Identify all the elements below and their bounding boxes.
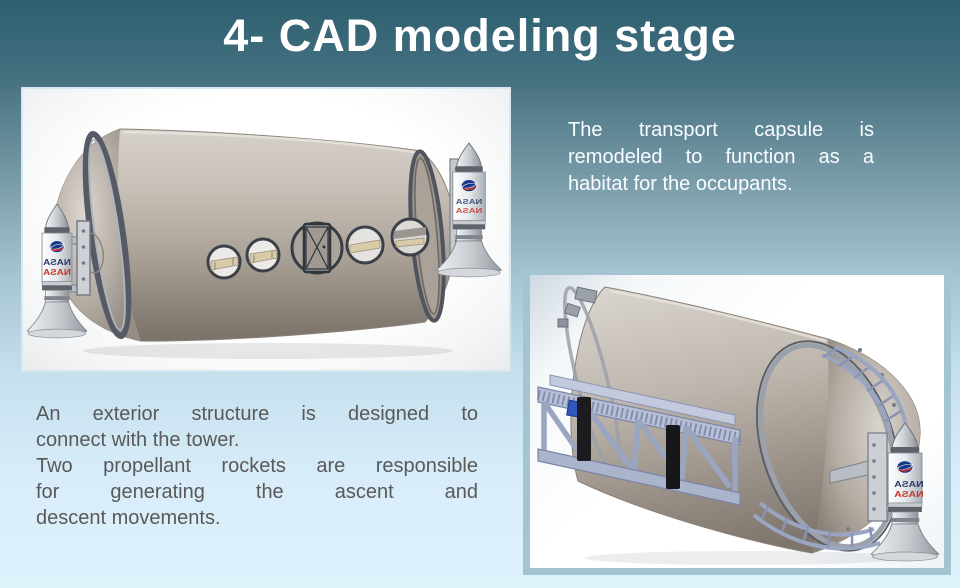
nasa-worm-logo: NASA NASA — [43, 258, 71, 277]
caption-line: descent movements. — [36, 507, 221, 529]
slide-title: 4- CAD modeling stage — [223, 10, 737, 61]
hatch-window — [290, 221, 344, 275]
svg-text:NASA: NASA — [894, 490, 924, 499]
caption-line: habitat for the occupants. — [568, 173, 793, 195]
svg-text:NASA: NASA — [456, 206, 483, 215]
nasa-worm-logo: NASA NASA — [894, 480, 924, 499]
porthole-3 — [345, 225, 385, 265]
ladder-rail-upper — [821, 345, 908, 432]
black-rail-2 — [666, 425, 680, 489]
dome-flange-ring — [82, 130, 132, 340]
caption-exterior-structure: An exterior structure is designed to con… — [36, 401, 478, 531]
cad-image-capsule-side: NASA NASA NASA NASA — [21, 87, 511, 372]
capsule-truss-render: NASA NASA — [536, 286, 940, 565]
black-rail-1 — [577, 397, 591, 461]
nasa-rocket-left: NASA NASA — [26, 203, 88, 339]
caption-line: for generating the ascent and — [36, 481, 478, 503]
porthole-1 — [206, 244, 242, 280]
top-highlight — [122, 130, 420, 155]
nasa-worm-logo: NASA NASA — [456, 197, 483, 214]
caption-line: An exterior structure is designed to — [36, 403, 478, 425]
ground-shadow — [83, 343, 453, 359]
nasa-rocket: NASA NASA — [870, 421, 940, 563]
caption-line: connect with the tower. — [36, 429, 240, 451]
svg-text:NASA: NASA — [43, 258, 71, 267]
nasa-rocket-right: NASA NASA — [435, 142, 503, 278]
svg-text:NASA: NASA — [43, 268, 71, 277]
cad-image-capsule-truss: NASA NASA — [523, 268, 951, 575]
porthole-2 — [245, 237, 281, 273]
docking-hardware — [557, 286, 598, 328]
svg-text:NASA: NASA — [894, 480, 924, 489]
caption-line: The transport capsule is — [568, 119, 874, 141]
svg-text:NASA: NASA — [456, 197, 483, 206]
caption-line: Two propellant rockets are responsible — [36, 455, 478, 477]
top-highlight — [609, 289, 827, 343]
truss-rear-rail — [549, 374, 736, 426]
caption-line: remodeled to function as a — [568, 146, 874, 168]
truss-structure — [536, 374, 742, 506]
capsule-side-render: NASA NASA NASA NASA — [26, 128, 503, 359]
ground-shadow — [585, 551, 905, 565]
caption-transport-capsule: The transport capsule is remodeled to fu… — [568, 117, 874, 198]
porthole-4 — [390, 217, 430, 257]
ladder-rail-lower — [752, 501, 881, 551]
rocket-bracket — [829, 432, 888, 522]
